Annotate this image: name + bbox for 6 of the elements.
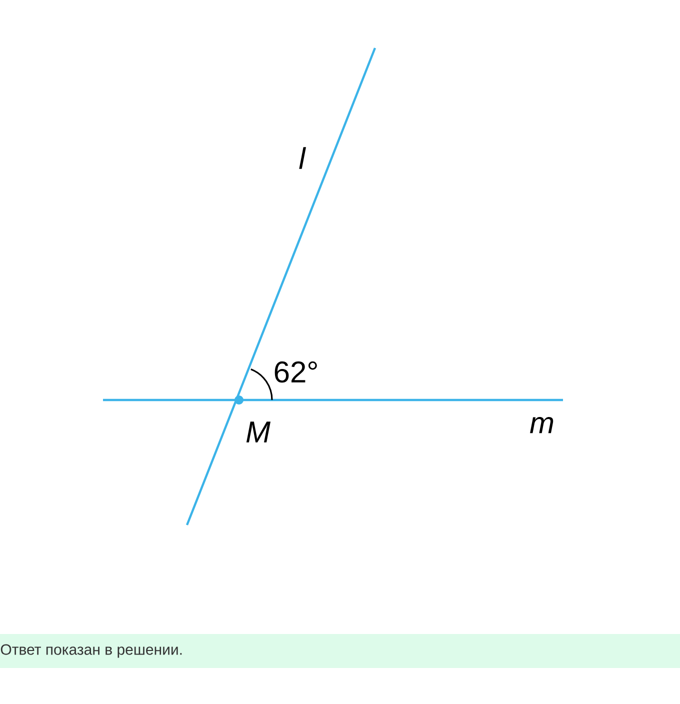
answer-banner xyxy=(0,634,680,668)
line-label: m xyxy=(530,416,554,434)
angle-label: 62° xyxy=(274,361,317,383)
answer-text: Ответ показан в решении. xyxy=(0,644,182,658)
line-label: l xyxy=(299,147,306,169)
point-label: M xyxy=(246,422,270,442)
